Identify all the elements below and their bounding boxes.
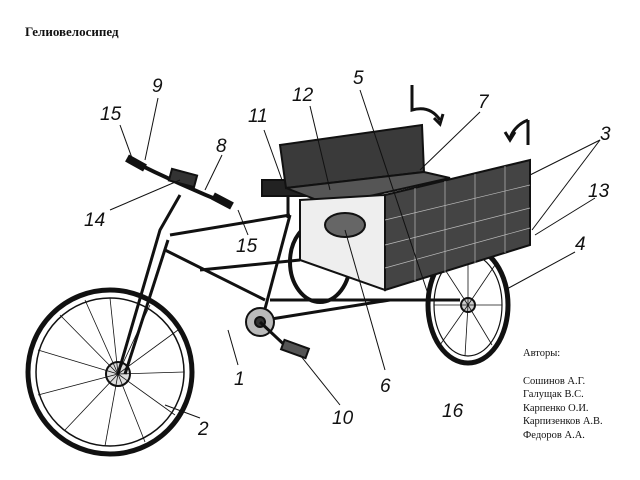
author-name: Сошинов А.Г. — [523, 375, 586, 387]
label-15-bottom: 15 — [236, 236, 258, 257]
cargo-box — [278, 123, 531, 292]
frame — [116, 194, 460, 375]
label-13: 13 — [588, 181, 610, 202]
page-title: Гелиовелосипед — [25, 24, 119, 39]
label-2: 2 — [197, 419, 209, 440]
label-3: 3 — [600, 124, 611, 145]
authors-heading: Авторы: — [523, 348, 561, 359]
rotation-arrows — [410, 85, 530, 145]
label-10: 10 — [332, 408, 354, 429]
author-name: Карпенко О.И. — [523, 402, 589, 414]
label-14: 14 — [84, 210, 105, 231]
part-labels: 9 15 8 14 11 12 5 7 3 13 4 15 1 6 16 10 … — [84, 68, 611, 440]
pedal-sprocket — [245, 307, 311, 360]
label-9: 9 — [152, 76, 163, 97]
author-name: Карпизенков А.В. — [523, 416, 603, 427]
label-7: 7 — [478, 92, 490, 113]
label-15-top: 15 — [100, 104, 122, 125]
author-name: Галущак В.С. — [523, 389, 584, 400]
label-5: 5 — [353, 68, 364, 89]
label-8: 8 — [216, 136, 227, 157]
authors-block: Авторы: Сошинов А.Г. Галущак В.С. Карпен… — [523, 347, 603, 442]
label-12: 12 — [292, 85, 314, 106]
label-1: 1 — [234, 369, 245, 390]
label-16: 16 — [442, 401, 464, 422]
leader-lines — [109, 89, 601, 419]
label-11: 11 — [248, 106, 268, 127]
handlebar — [125, 154, 234, 210]
front-wheel — [25, 287, 195, 457]
label-4: 4 — [575, 234, 586, 255]
author-name: Федоров А.А. — [523, 429, 585, 441]
label-6: 6 — [380, 376, 391, 397]
